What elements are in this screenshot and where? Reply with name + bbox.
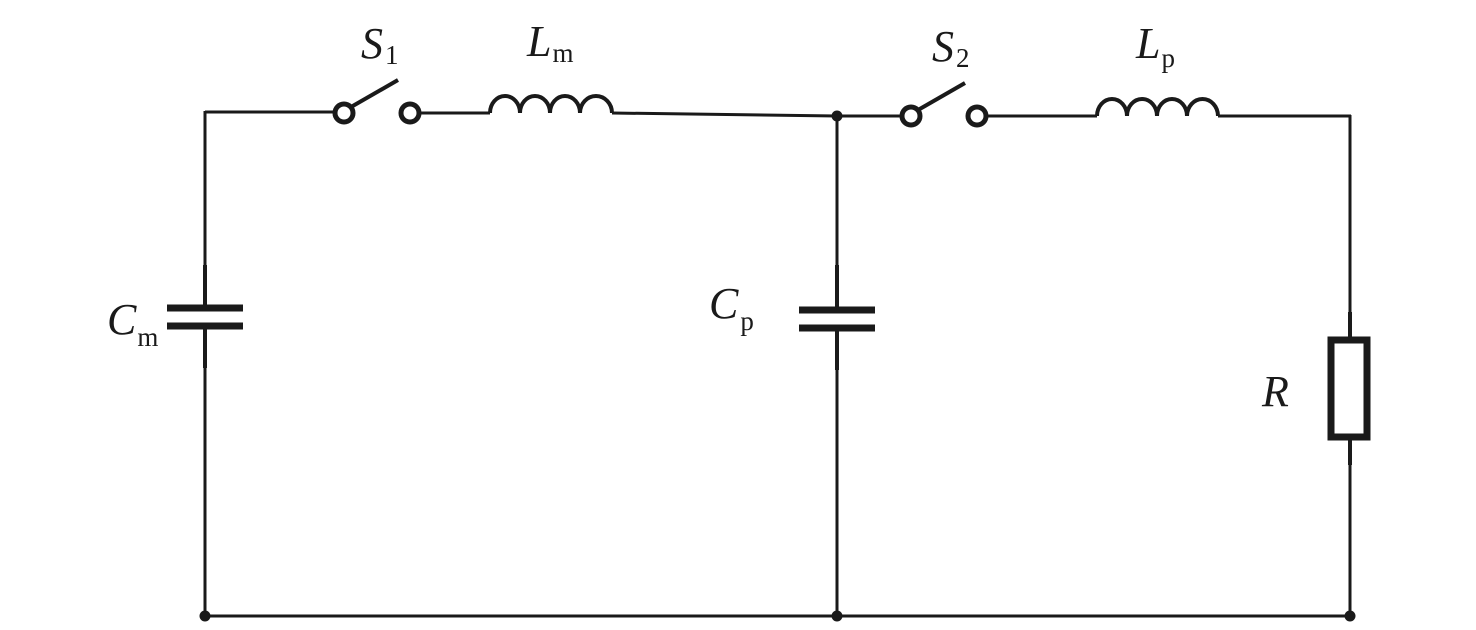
label-s2: S2 [932,22,970,73]
s1-blade [350,78,399,109]
s1-terminal-left [332,101,356,125]
label-s1: S1 [361,19,399,70]
wire-lm-node [611,111,838,118]
s2-blade [917,81,966,112]
label-cp: Cp [709,279,754,336]
s1-terminal-right [398,101,422,125]
inductor-lm [488,94,614,114]
s2-terminal-right [965,104,989,128]
label-r: R [1261,367,1289,416]
junction-bottom-left [199,610,211,622]
junction-top-mid [831,110,843,122]
left-branch [167,111,243,616]
middle-branch [799,116,875,616]
inductor-lp [1095,97,1220,117]
junction-bottom-mid [831,610,843,622]
top-wires [205,110,1351,118]
switch-s1 [332,78,422,125]
resistor-body [1327,336,1371,441]
label-cm: Cm [107,295,158,352]
junction-bottom-right [1344,610,1356,622]
label-lm: Lm [526,17,574,68]
label-lp: Lp [1135,19,1175,73]
s2-terminal-left [899,104,923,128]
right-branch [1327,115,1371,616]
switch-s2 [899,81,989,128]
